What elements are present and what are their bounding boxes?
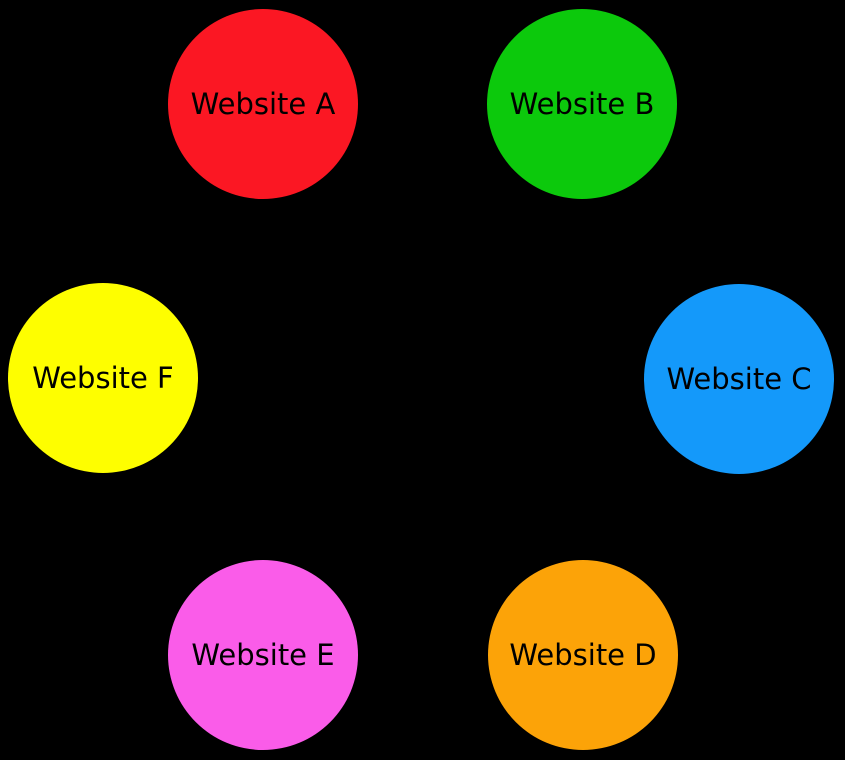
node-website-e: Website E: [168, 560, 358, 750]
node-website-a-label: Website A: [190, 87, 336, 121]
node-website-c: Website C: [644, 284, 834, 474]
node-website-e-label: Website E: [191, 638, 335, 672]
node-website-d-label: Website D: [509, 638, 657, 672]
node-website-f: Website F: [8, 283, 198, 473]
node-website-d: Website D: [488, 560, 678, 750]
node-website-b: Website B: [487, 9, 677, 199]
node-website-a: Website A: [168, 9, 358, 199]
node-website-c-label: Website C: [666, 362, 812, 396]
node-website-b-label: Website B: [509, 87, 655, 121]
node-website-f-label: Website F: [32, 361, 174, 395]
